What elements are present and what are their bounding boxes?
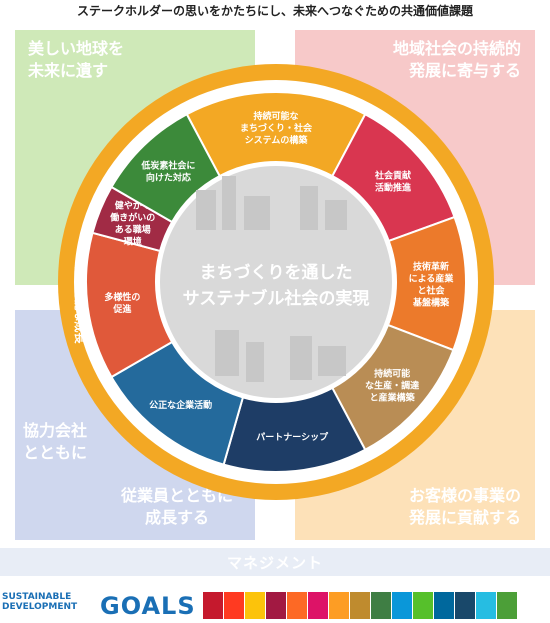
quadrant-employees-line1: 従業員とともに [120, 486, 233, 505]
segment-2-label-3: 基盤構築 [412, 296, 450, 308]
segment-2-label-1: による産業 [409, 272, 455, 284]
quadrant-community-line2: 発展に寄与する [408, 61, 521, 80]
segment-8 [110, 112, 222, 224]
sdg-goal-tile-15 [497, 592, 517, 619]
sdg-goal-tile-12 [434, 592, 454, 619]
segment-4-label-0: パートナーシップ [256, 431, 329, 443]
sdg-goal-tile-13 [455, 592, 475, 619]
segment-2-label-0: 技術革新 [413, 260, 449, 272]
city-silhouette [196, 176, 347, 382]
segment-6-label-1: 促進 [112, 303, 132, 315]
segment-7-label-3: 環境 [124, 236, 142, 248]
sdg-goal-tile-8 [350, 592, 370, 619]
sdg-goal-tile-9 [371, 592, 391, 619]
quadrant-customers-line2: 発展に貢献する [408, 508, 521, 527]
segment-3-label-2: と産業構築 [370, 392, 416, 404]
segment-7-label-2: ある職場 [115, 224, 151, 236]
quadrant-community-line1: 地域社会の持続的 [392, 39, 521, 58]
segment-2-label-2: と社会 [417, 284, 445, 296]
segment-1-label-1: 活動推進 [375, 181, 412, 193]
segment-8-label-0: 低炭素社会に [140, 160, 195, 172]
sdg-logo-goals: GOALS [100, 592, 196, 620]
ring-label: 持続可能な成長 [73, 267, 87, 345]
segments-group: 持続可能なまちづくり・社会システムの構築社会貢献活動推進技術革新による産業と社会… [85, 91, 467, 473]
center-title-line2: サステナブル社会の実現 [183, 288, 370, 309]
sdg-goal-tile-11 [413, 592, 433, 619]
sdg-logo-line2: DEVELOPMENT [2, 602, 78, 612]
segment-6-label-0: 多様性の [104, 291, 140, 303]
segment-0-label-2: システムの構築 [245, 134, 309, 146]
quadrant-earth-line1: 美しい地球を [28, 39, 125, 58]
segment-7-label-1: 働きがいの [109, 212, 155, 224]
sdg-goal-tile-14 [476, 592, 496, 619]
page-title: ステークホルダーの思いをかたちにし、未来へつなぐための共通価値課題 [76, 4, 473, 18]
quadrant-partners-line2: とともに [23, 443, 88, 462]
segment-0-label-0: 持続可能な [253, 110, 298, 122]
management-label: マネジメント [226, 554, 323, 572]
sdg-logo: SUSTAINABLE DEVELOPMENT GOALS [2, 592, 195, 620]
quadrant-employees-line2: 成長する [144, 508, 209, 527]
segment-5-label-0: 公正な企業活動 [149, 399, 212, 411]
quadrant-partners-line1: 協力会社 [23, 421, 88, 440]
sdg-goal-tile-1 [203, 592, 223, 619]
sdg-goal-tile-4 [266, 592, 286, 619]
sdg-goal-tile-7 [329, 592, 349, 619]
ring-label-text: 持続可能な成長 [73, 267, 87, 345]
sdg-goal-tile-6 [308, 592, 328, 619]
segment-8-label-1: 向けた対応 [146, 172, 191, 184]
management-bar [0, 548, 550, 576]
sdg-goal-tile-10 [392, 592, 412, 619]
center-title-line1: まちづくりを通した [200, 263, 353, 283]
segment-1-label-0: 社会貢献 [374, 169, 411, 181]
quadrant-earth-line2: 未来に遺す [28, 61, 109, 80]
segment-0-label-1: まちづくり・社会 [240, 122, 313, 134]
segment-3-label-1: な生産・調達 [365, 380, 419, 392]
segment-3-label-0: 持続可能 [374, 368, 410, 380]
sdg-goal-tile-3 [245, 592, 265, 619]
sdg-goal-tiles [203, 592, 517, 619]
sdg-goal-tile-2 [224, 592, 244, 619]
sdg-logo-line1: SUSTAINABLE [2, 592, 72, 602]
quadrant-customers-line1: お客様の事業の [408, 486, 521, 505]
sdg-goal-tile-5 [287, 592, 307, 619]
